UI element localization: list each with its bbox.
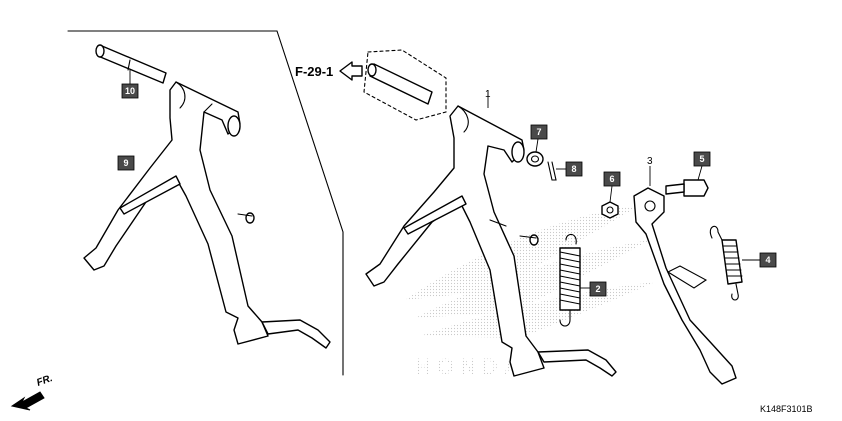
svg-text:5: 5 bbox=[699, 154, 704, 164]
front-direction: FR. bbox=[10, 373, 54, 411]
callout-5: 5 bbox=[693, 151, 711, 167]
clip bbox=[547, 161, 557, 181]
callout-2: 2 bbox=[589, 281, 607, 297]
svg-text:6: 6 bbox=[609, 174, 614, 184]
callout-8: 8 bbox=[565, 161, 583, 177]
washer bbox=[526, 151, 544, 167]
front-arrow-icon bbox=[10, 391, 45, 411]
spring-side bbox=[709, 225, 743, 301]
callout-9: 9 bbox=[117, 155, 135, 171]
pivot-shaft bbox=[367, 63, 433, 105]
svg-text:8: 8 bbox=[571, 164, 576, 174]
side-stand bbox=[633, 187, 737, 385]
reference-pointer: F-29-1 bbox=[295, 61, 363, 81]
reference-dashed-region bbox=[363, 49, 447, 121]
drawing-code: K148F3101B bbox=[760, 404, 813, 414]
inset-pivot-shaft bbox=[95, 44, 167, 84]
nut bbox=[601, 201, 619, 219]
callout-1: 1 bbox=[485, 89, 491, 100]
reference-label: F-29-1 bbox=[295, 64, 333, 79]
honda-watermark-text: HONDA bbox=[415, 354, 526, 379]
callout-6: 6 bbox=[603, 171, 621, 187]
front-direction-label: FR. bbox=[35, 373, 54, 389]
inset-panel-border bbox=[67, 30, 344, 376]
callout-7: 7 bbox=[530, 124, 548, 140]
svg-text:7: 7 bbox=[536, 127, 541, 137]
inset-main-stand bbox=[83, 81, 331, 349]
callout-10: 10 bbox=[121, 83, 139, 99]
spring-main bbox=[559, 233, 581, 327]
main-stand bbox=[365, 105, 617, 377]
svg-text:9: 9 bbox=[123, 158, 128, 168]
callout-3-mark: 3 bbox=[647, 156, 653, 167]
svg-text:2: 2 bbox=[595, 284, 600, 294]
callout-4: 4 bbox=[759, 252, 777, 268]
svg-text:4: 4 bbox=[765, 255, 770, 265]
reference-arrow-icon bbox=[339, 61, 363, 81]
svg-text:10: 10 bbox=[125, 86, 135, 96]
bolt bbox=[665, 179, 709, 197]
